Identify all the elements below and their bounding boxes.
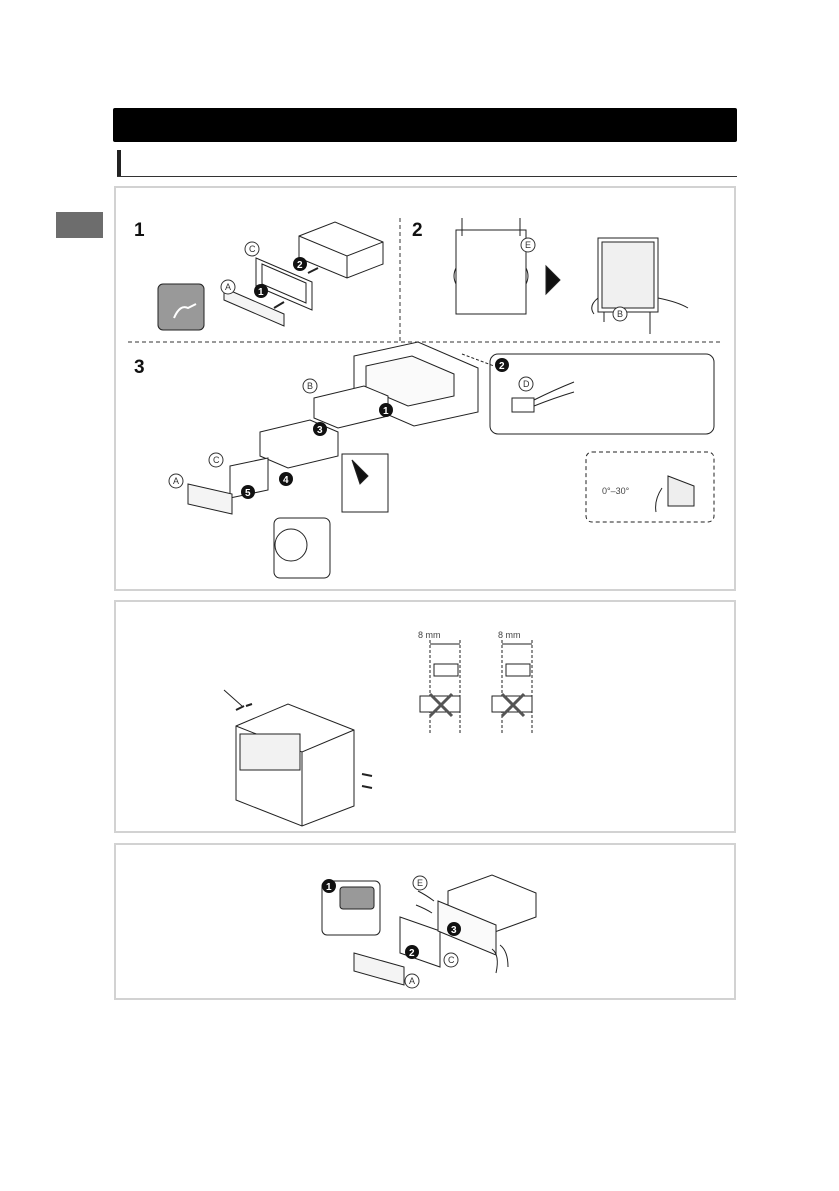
installation-steps-panel: 1 2 3 A C 1 2 <box>114 186 736 591</box>
callout-a-circle <box>220 279 236 295</box>
chapter-tab <box>56 212 103 238</box>
callout-e-label: E <box>525 240 531 250</box>
installation-steps-figure: 1 2 3 A C 1 2 <box>128 218 720 579</box>
step1-illustration <box>157 221 384 331</box>
screw-mounting-figure: 8 mm 8 mm <box>223 630 533 827</box>
num-2-circle <box>293 257 307 271</box>
trim-plate-icon-4 <box>399 916 441 968</box>
num-2-label-3: 2 <box>499 361 505 372</box>
callout-a-label-3: A <box>173 476 179 486</box>
press-down-detail-box <box>341 453 389 513</box>
step-1-number: 1 <box>134 220 145 241</box>
sleeve-box-icon <box>313 385 389 429</box>
callout-c-circle-4 <box>443 952 459 968</box>
num-2-label: 2 <box>297 260 303 271</box>
unit-box-icon <box>298 221 384 279</box>
callout-a-label-4: A <box>409 976 415 986</box>
trim-plate-icon-3 <box>229 457 269 499</box>
callout-b-circle <box>612 306 628 322</box>
callout-a-circle-4 <box>404 973 420 989</box>
screw-length-label-2: 8 mm <box>498 630 521 640</box>
wiring-connector-icon <box>511 397 535 413</box>
faceplate-icon <box>223 287 285 327</box>
num-5-label-3: 5 <box>245 488 251 499</box>
callout-b-label-3: B <box>307 381 313 391</box>
callout-c-label-4: C <box>448 955 455 965</box>
hook-detail-box <box>273 517 331 579</box>
subsection-heading <box>117 150 737 177</box>
step-2-number: 2 <box>412 220 423 241</box>
callout-b-circle-3 <box>302 378 318 394</box>
callout-e-circle <box>520 237 536 253</box>
callout-e-label-4: E <box>417 878 423 888</box>
num-5-circle-3 <box>241 485 255 499</box>
num-1-label-3: 1 <box>383 406 389 417</box>
mounting-sleeve-icon <box>455 229 527 315</box>
step-3-number: 3 <box>134 357 145 378</box>
callout-c-circle <box>244 241 260 257</box>
removal-panel: 1 2 3 E C A <box>114 843 736 1000</box>
callout-e-circle-4 <box>412 875 428 891</box>
angle-range-label: 0°–30° <box>602 486 630 496</box>
screw-ok-icon-2 <box>505 663 531 677</box>
callout-c-label: C <box>249 244 256 254</box>
num-2-label-4: 2 <box>409 948 415 959</box>
num-1-label-4: 1 <box>326 882 332 893</box>
num-1-circle-3 <box>379 403 393 417</box>
num-3-circle-3 <box>313 422 327 436</box>
num-4-circle-3 <box>279 472 293 486</box>
num-1-circle-4 <box>322 879 336 893</box>
num-4-label-3: 4 <box>283 475 289 486</box>
num-1-circle <box>254 284 268 298</box>
release-button-hand-icon <box>157 283 205 331</box>
connector-callout-box <box>489 353 715 435</box>
faceplate-icon-4 <box>353 952 405 986</box>
num-2-circle-4 <box>405 945 419 959</box>
next-arrow-icon <box>545 264 561 296</box>
removal-figure: 1 2 3 E C A <box>321 874 537 989</box>
unit-side-mount-illustration <box>223 689 373 827</box>
num-3-circle-4 <box>447 922 461 936</box>
num-2-circle-3 <box>495 358 509 372</box>
section-header-bar <box>113 108 737 142</box>
removal-illustration <box>321 874 537 986</box>
callout-a-label: A <box>225 282 231 292</box>
callout-c-label-3: C <box>213 455 220 465</box>
screw-mounting-panel: 8 mm 8 mm <box>114 600 736 833</box>
screw-length-label-1: 8 mm <box>418 630 441 640</box>
step3-illustration <box>187 341 715 579</box>
screw-ok-icon-1 <box>433 663 459 677</box>
callout-c-circle-3 <box>208 452 224 468</box>
faceplate-icon-3 <box>187 483 233 515</box>
num-3-label-3: 3 <box>317 425 323 436</box>
screw-spec-illustration <box>419 640 533 734</box>
screw-icon <box>235 703 253 711</box>
callout-b-label: B <box>617 309 623 319</box>
callout-a-circle-3 <box>168 473 184 489</box>
num-1-label: 1 <box>258 287 264 298</box>
callout-d-label: D <box>523 379 530 389</box>
callout-d-circle <box>518 376 534 392</box>
num-3-label-4: 3 <box>451 925 457 936</box>
arrow-icon <box>273 301 285 309</box>
heading-marker <box>117 150 121 176</box>
step2-illustration <box>453 218 689 334</box>
